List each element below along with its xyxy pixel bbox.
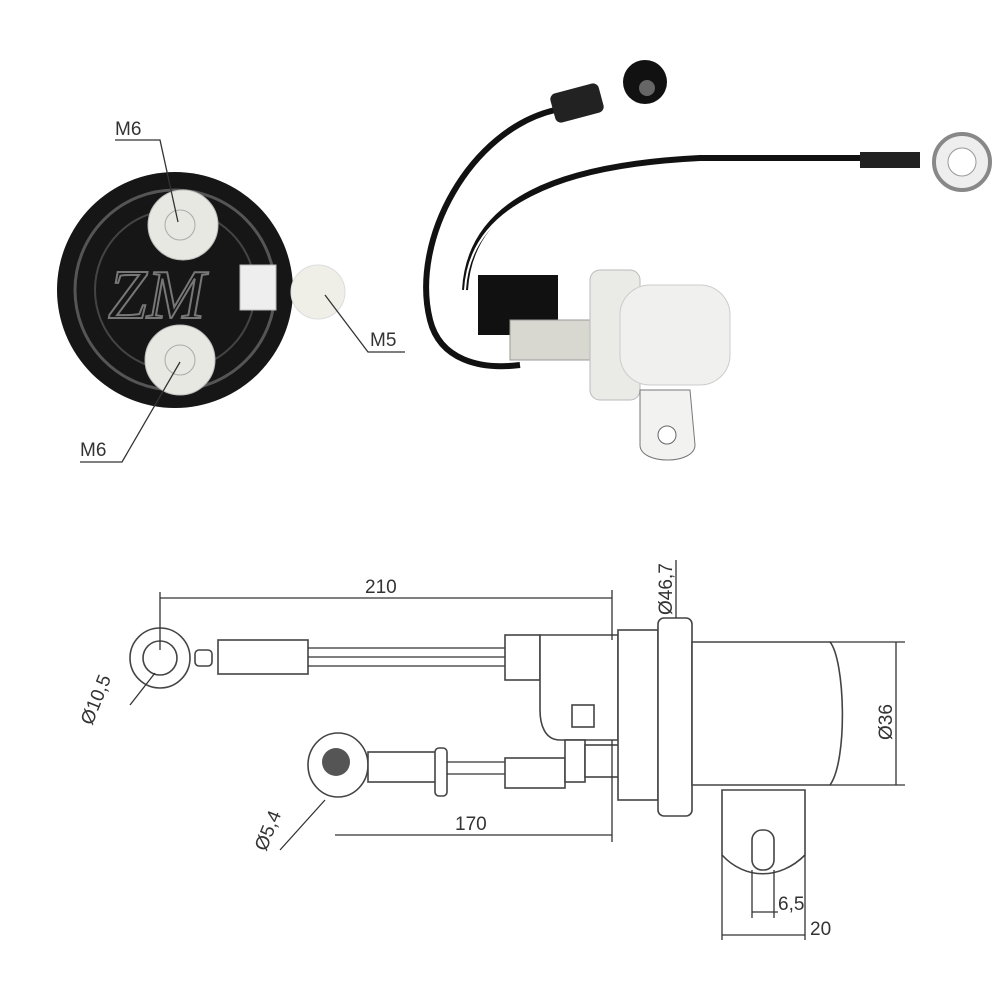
- front-view: ZM M6 M5 M6: [57, 119, 405, 463]
- label-top-m6: M6: [115, 119, 141, 140]
- dim-mount-hole: 6,5: [778, 894, 804, 915]
- nut: [564, 739, 586, 783]
- technical-drawing: 210 Ø46,7 Ø10,5 Ø36 Ø5,4 170 6,5 20: [77, 560, 905, 940]
- terminal-housing-drawing: [539, 634, 619, 741]
- dim-210: 210: [365, 577, 397, 598]
- body-drawing: [691, 641, 844, 786]
- side-view-photo: [423, 60, 992, 461]
- dim-small-terminal-diameter: Ø5,4: [251, 807, 286, 853]
- dim-170: 170: [455, 814, 487, 835]
- terminal-stud-top: [147, 189, 219, 261]
- terminal-stud-bottom: [144, 324, 216, 396]
- dim-mount-width: 20: [810, 919, 831, 940]
- label-bottom-m6: M6: [80, 440, 106, 461]
- terminal-stud-side: [290, 264, 346, 320]
- threaded-stud-m5: [571, 704, 595, 728]
- boot-terminal: [550, 83, 604, 123]
- dim-body-diameter: Ø36: [876, 704, 897, 740]
- white-black-lead-wire: [462, 155, 880, 291]
- solenoid-cap: [57, 172, 293, 408]
- black-lead-wire: [423, 107, 556, 370]
- zm-watermark-logo: ZM: [108, 257, 209, 334]
- label-m5: M5: [370, 330, 396, 351]
- solenoid-body: [619, 284, 731, 386]
- dim-flange-diameter: Ø46,7: [656, 563, 677, 615]
- long-lead-sleeve: [217, 639, 309, 675]
- flange-drawing: [657, 617, 693, 817]
- dim-ring-diameter: Ø10,5: [77, 672, 116, 728]
- connector-block: [239, 264, 277, 311]
- mounting-bracket: [639, 389, 696, 461]
